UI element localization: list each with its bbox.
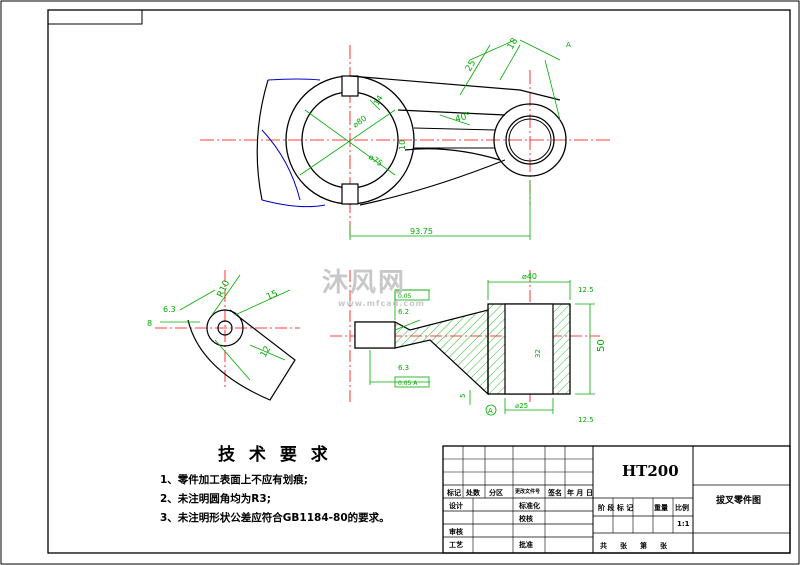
tb-scale-value: 1:1 bbox=[677, 520, 690, 528]
title-block bbox=[442, 445, 791, 554]
dim-8: 8 bbox=[147, 319, 152, 328]
tb-stage: 阶 段 标 记 bbox=[598, 504, 634, 512]
dim-6-2: 6.2 bbox=[398, 308, 409, 316]
dim-12: 12 bbox=[259, 345, 273, 360]
tb-standardize: 标准化 bbox=[519, 502, 540, 510]
tolerance-bottom: 0.05 A bbox=[398, 380, 418, 387]
dim-a-label: A bbox=[566, 41, 571, 49]
dim-32: 32 bbox=[534, 349, 542, 358]
dim-14: 14 bbox=[372, 94, 385, 107]
tb-audit: 审核 bbox=[449, 528, 463, 536]
tb-weight: 重量 bbox=[654, 504, 668, 512]
dim-roughness-top: 12.5 bbox=[578, 286, 594, 294]
requirements-title: 技 术 要 求 bbox=[218, 445, 332, 465]
tb-design: 设计 bbox=[449, 502, 463, 510]
requirement-item: 3、未注明形状公差应符合GB1184-80的要求。 bbox=[160, 512, 390, 524]
section-view: ⌀40 50 12.5 12.5 ⌀25 6.2 6.3 5 32 A 0.05… bbox=[330, 270, 607, 424]
dim-93-75: 93.75 bbox=[410, 227, 433, 236]
tolerance-top: 0.05 bbox=[398, 293, 412, 300]
tb-check: 校核 bbox=[519, 515, 533, 523]
dim-15: 15 bbox=[265, 289, 280, 303]
requirement-item: 2、未注明圆角均为R3; bbox=[160, 493, 271, 505]
left-view: R10 15 12 6.3 8 bbox=[147, 270, 300, 401]
dim-6-3-sec: 6.3 bbox=[398, 364, 409, 372]
watermark-text: 沐风网 bbox=[322, 268, 407, 298]
tb-zone: 分区 bbox=[489, 489, 503, 497]
dim-dia80: ⌀80 bbox=[351, 114, 368, 130]
dim-dia40: ⌀40 bbox=[522, 272, 537, 281]
tb-scale-label: 比例 bbox=[675, 504, 689, 512]
dim-roughness-bot: 12.5 bbox=[578, 416, 594, 424]
dim-6-3: 6.3 bbox=[163, 305, 176, 314]
tb-process: 工艺 bbox=[449, 541, 463, 549]
tb-mark: 标记 bbox=[447, 489, 461, 497]
tb-change-doc: 更改文件号 bbox=[515, 489, 541, 495]
dim-dia25: ⌀25 bbox=[515, 402, 528, 410]
tb-signature: 签名 bbox=[548, 489, 562, 497]
dim-18: 18 bbox=[506, 36, 521, 51]
dim-50: 50 bbox=[596, 339, 607, 352]
tb-count: 处数 bbox=[466, 489, 480, 497]
watermark-url: www.mfcad.com bbox=[338, 299, 425, 308]
requirement-item: 1、零件加工表面上不应有划痕; bbox=[160, 474, 309, 486]
tb-date: 年 月 日 bbox=[567, 489, 593, 497]
tb-approve: 批准 bbox=[519, 541, 533, 549]
technical-requirements: 技 术 要 求 1、零件加工表面上不应有划痕; 2、未注明圆角均为R3; 3、未… bbox=[160, 440, 450, 528]
inner-frame bbox=[47, 9, 791, 554]
dim-25: 25 bbox=[464, 59, 478, 74]
watermark: 沐风网 www.mfcad.com bbox=[322, 262, 425, 308]
dim-10: 10 bbox=[398, 140, 407, 150]
top-view: ⌀80 ⌀75 93.75 25 18 40° 10 14 A bbox=[200, 36, 610, 240]
part-name: 拔叉零件图 bbox=[716, 496, 762, 506]
top-left-tab bbox=[47, 9, 143, 25]
tb-sheets: 共 张 第 张 bbox=[600, 542, 670, 550]
dim-40deg: 40° bbox=[454, 111, 472, 125]
dim-5: 5 bbox=[459, 394, 467, 398]
material-label: HT200 bbox=[622, 462, 679, 480]
datum-a: A bbox=[488, 407, 493, 415]
